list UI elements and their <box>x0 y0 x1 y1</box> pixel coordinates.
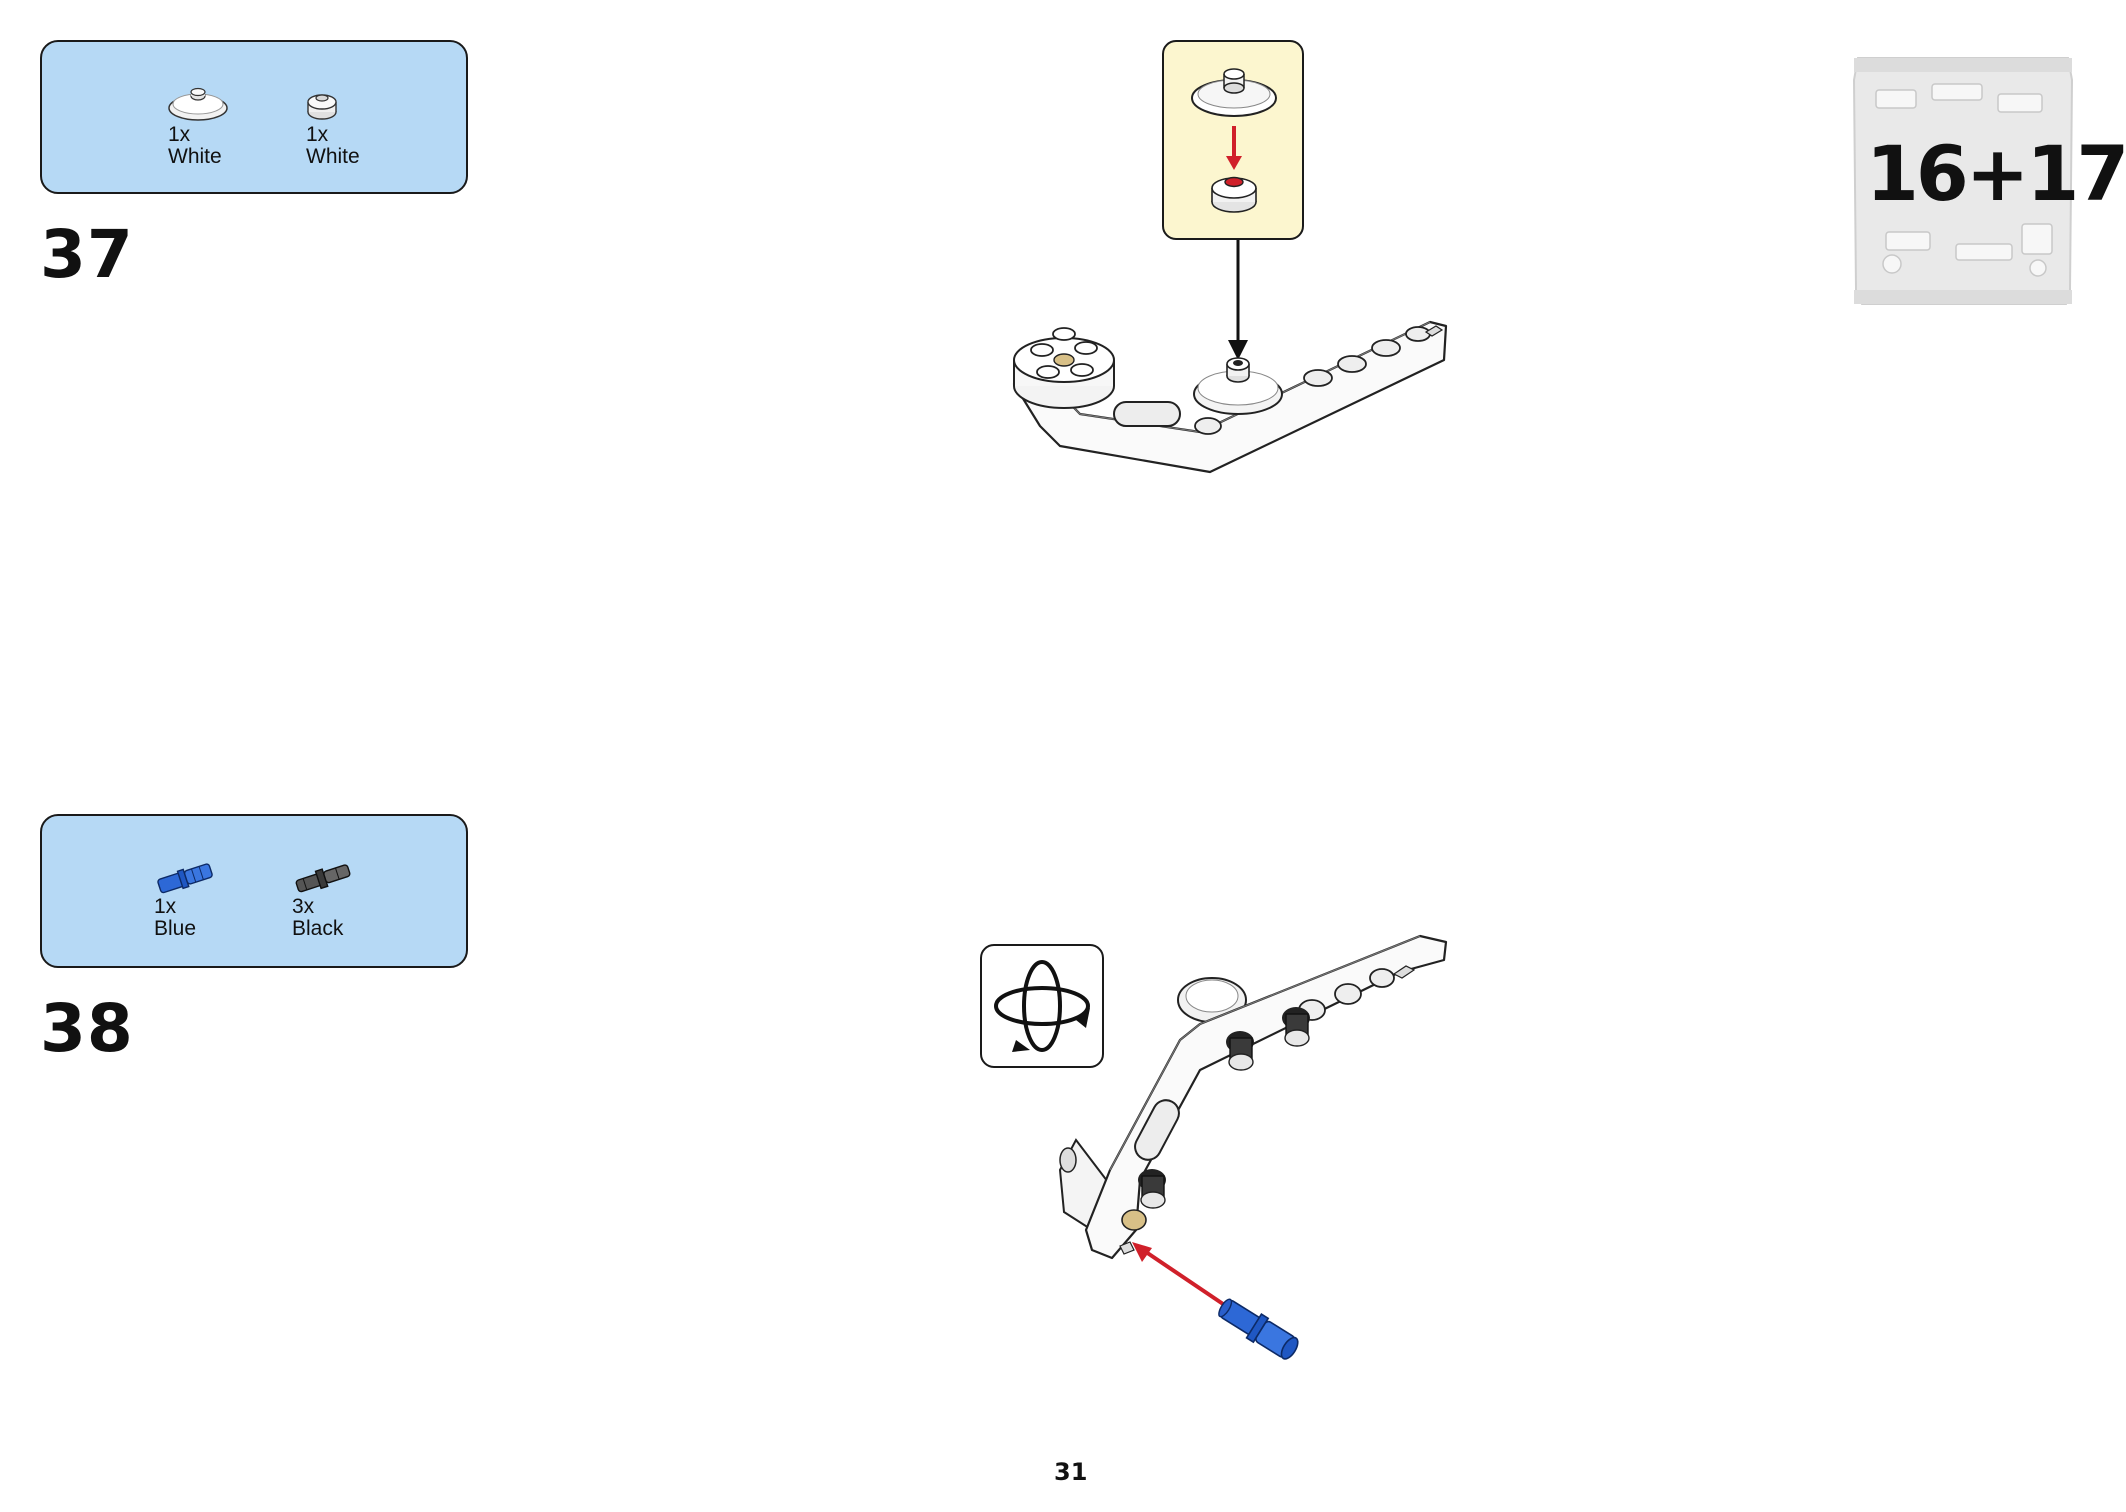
part-color: White <box>168 145 222 168</box>
part-item: 3x Black <box>292 860 412 940</box>
sub-assembly-drawing <box>1191 68 1277 213</box>
step-37-assembly <box>1012 240 1448 474</box>
part-item: 1x Blue <box>154 860 274 940</box>
step-38-assembly <box>1058 934 1448 1360</box>
part-item: 1x White <box>306 84 426 168</box>
rotate-model-icon <box>980 944 1104 1068</box>
round-dish-icon <box>168 87 228 121</box>
parts-list-step-37: 1x White 1x White <box>40 40 468 194</box>
part-color: Blue <box>154 917 197 940</box>
sub-assembly-callout <box>1162 40 1304 240</box>
part-color: White <box>306 145 360 168</box>
step-number: 37 <box>40 216 134 293</box>
friction-pin-icon <box>295 864 351 893</box>
part-color: Black <box>292 917 344 940</box>
part-item: 1x White <box>168 84 288 168</box>
axle-pin-icon <box>157 863 213 894</box>
parts-bag-icon <box>1852 57 2074 305</box>
part-qty: 1x <box>154 895 177 918</box>
bag-number: 16+17 <box>1866 129 2126 218</box>
part-qty: 3x <box>292 895 315 918</box>
part-qty: 1x <box>306 123 329 146</box>
page-number: 31 <box>1054 1458 1088 1486</box>
parts-list-step-38: 1x Blue 3x Black <box>40 814 468 968</box>
round-plate-icon <box>307 94 337 120</box>
part-qty: 1x <box>168 123 191 146</box>
step-number: 38 <box>40 990 134 1067</box>
